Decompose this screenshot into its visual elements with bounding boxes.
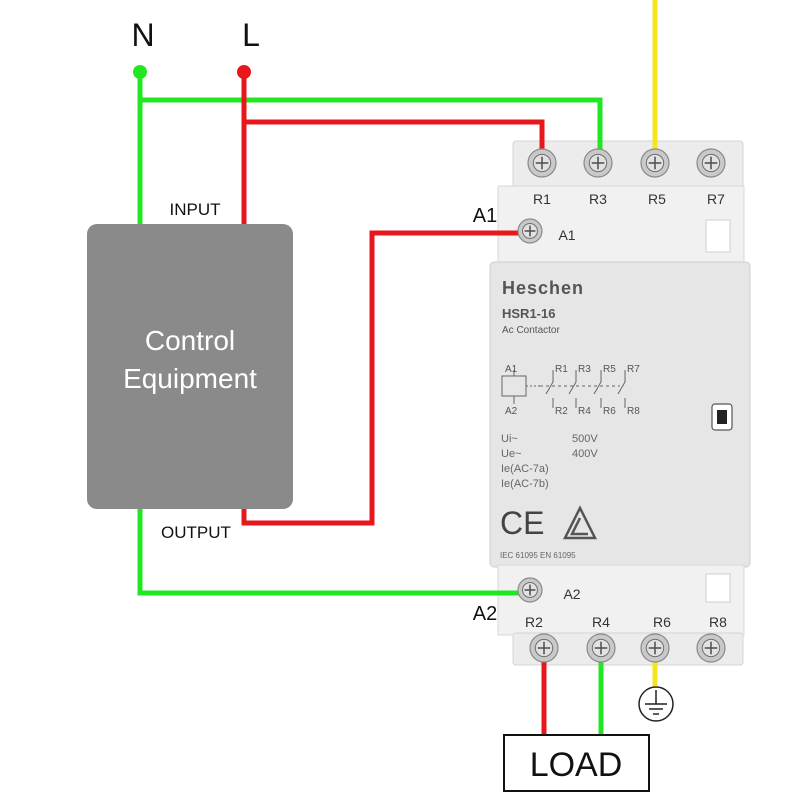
schematic-r2: R2 [555, 406, 568, 417]
a2-face-label: A2 [563, 586, 580, 602]
terminal-r7-label: R7 [707, 191, 725, 207]
schematic-r1: R1 [555, 364, 568, 375]
ce-mark: CE [500, 505, 544, 541]
load-box [503, 734, 650, 792]
line-wire-to-r1 [244, 119, 545, 163]
output-label: OUTPUT [161, 523, 231, 542]
rating-ui-label: Ui~ [501, 433, 518, 445]
contactor-device [489, 140, 751, 666]
line-label: L [242, 17, 260, 53]
contact-r1-r2 [545, 370, 554, 408]
test-button-inner [717, 410, 727, 424]
schematic-r4: R4 [578, 406, 591, 417]
contact-r5-r6 [593, 370, 602, 408]
lower-slot [705, 573, 731, 603]
terminal-r1-label: R1 [533, 191, 551, 207]
upper-slot [705, 219, 731, 253]
terminal-r6-label: R6 [653, 614, 671, 630]
terminal-r4-label: R4 [592, 614, 610, 630]
device-type: Ac Contactor [502, 325, 560, 336]
a1-face-label: A1 [558, 227, 575, 243]
line-terminal-dot [237, 65, 251, 79]
rating-ie-ac7a: Ie(AC-7a) [501, 463, 549, 475]
schematic-r6: R6 [603, 406, 616, 417]
screw-r3 [583, 148, 613, 178]
terminal-r2-label: R2 [525, 614, 543, 630]
screw-a1 [517, 218, 543, 244]
screw-a2 [517, 577, 543, 603]
rating-ue-value: 400V [572, 448, 598, 460]
schematic-r5: R5 [603, 364, 616, 375]
rating-ie-ac7b: Ie(AC-7b) [501, 478, 549, 490]
internal-schematic [501, 370, 626, 408]
neutral-label: N [131, 17, 154, 53]
schematic-a2: A2 [505, 406, 518, 417]
a2-outer-label: A2 [473, 603, 497, 625]
input-label: INPUT [170, 200, 221, 219]
screw-r6 [640, 633, 670, 663]
terminal-r8-label: R8 [709, 614, 727, 630]
standards-text: IEC 61095 EN 61095 [500, 551, 576, 560]
schematic-a1: A1 [505, 364, 518, 375]
control-box-title-line1: Control [145, 325, 235, 356]
schematic-r3: R3 [578, 364, 591, 375]
schematic-r7: R7 [627, 364, 640, 375]
rating-ue-label: Ue~ [501, 448, 522, 460]
schematic-r8: R8 [627, 406, 640, 417]
lower-housing [497, 564, 745, 636]
control-equipment-box [87, 224, 293, 509]
contact-r7-r8 [617, 370, 626, 408]
earth-ground-icon [638, 686, 674, 722]
control-box-title-line2: Equipment [123, 363, 257, 394]
screw-r1 [527, 148, 557, 178]
terminal-screws [517, 148, 726, 663]
terminal-r5-label: R5 [648, 191, 666, 207]
screw-r5 [640, 148, 670, 178]
output-wire-to-a1 [241, 230, 527, 526]
screw-r2 [529, 633, 559, 663]
a1-outer-label: A1 [473, 205, 497, 227]
rating-ui-value: 500V [572, 433, 598, 445]
load-label: LOAD [530, 746, 623, 784]
terminal-r3-label: R3 [589, 191, 607, 207]
screw-r4 [586, 633, 616, 663]
neutral-wire-to-a2 [137, 508, 527, 596]
certification-triangle-icon [562, 505, 598, 540]
contact-r3-r4 [568, 370, 577, 408]
brand-name: Heschen [502, 278, 584, 298]
model-number: HSR1-16 [502, 306, 555, 321]
neutral-wire-to-r3 [140, 97, 603, 163]
screw-r8 [696, 633, 726, 663]
bottom-terminal-block [512, 632, 744, 666]
screw-r7 [696, 148, 726, 178]
neutral-terminal-dot [133, 65, 147, 79]
